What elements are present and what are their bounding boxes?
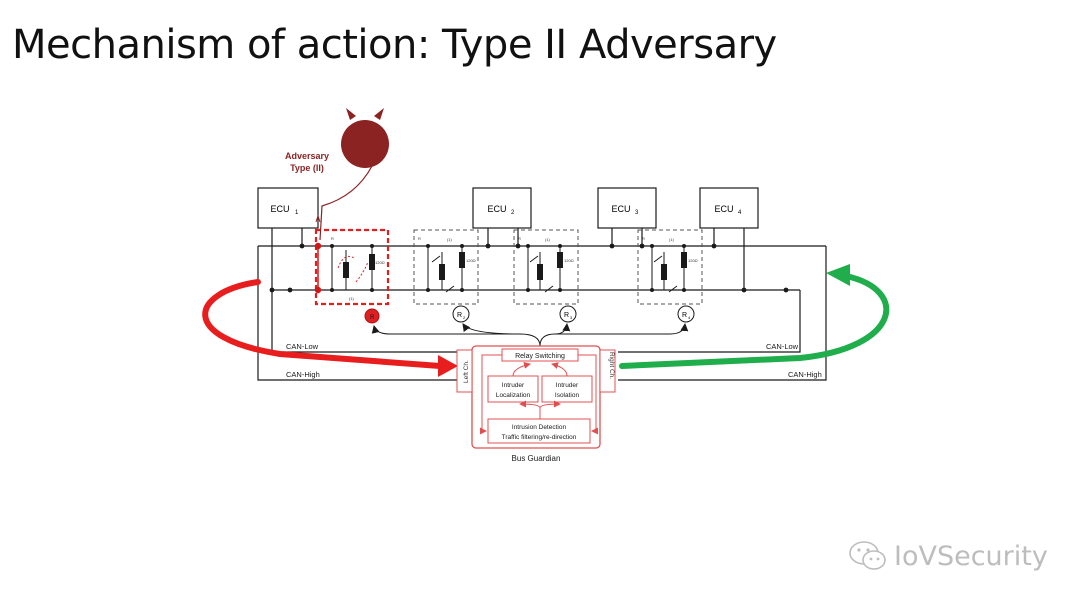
- guardian-title: Bus Guardian: [512, 454, 561, 463]
- svg-text:R: R: [457, 312, 462, 319]
- watermark: IoVSecurity: [848, 536, 1048, 576]
- watermark-text: IoVSecurity: [894, 540, 1048, 572]
- relay-module-3: R (1) 120Ω: [513, 229, 579, 305]
- relay-control-lines: [371, 323, 689, 347]
- svg-text:R: R: [564, 312, 569, 319]
- relay-3-res: 120Ω: [564, 258, 574, 263]
- guardian-localization-2: Localization: [496, 392, 531, 399]
- guardian-relay-switching: Relay Switching: [515, 353, 565, 360]
- ecu-2-label: ECU: [487, 204, 506, 214]
- adversary-label-1: Adversary: [285, 151, 329, 161]
- ecu-1: ECU 1: [257, 187, 319, 290]
- guardian-detection-1: Intrusion Detection: [512, 424, 567, 431]
- relay-3-tag: R: [518, 236, 521, 241]
- wechat-icon: [849, 541, 886, 570]
- left-red-arrowhead: [438, 355, 458, 377]
- guardian-right-channel: Right Ch.: [608, 352, 615, 379]
- relay-2-port: (1): [447, 237, 453, 242]
- slide-title: Mechanism of action: Type II Adversary: [12, 22, 777, 68]
- svg-text:4: 4: [688, 315, 691, 320]
- adversary-label-2: Type (II): [290, 163, 324, 173]
- relay-4-res: 120Ω: [688, 258, 698, 263]
- relay-r4: R 4: [677, 305, 695, 323]
- ecu-3: ECU 3: [597, 187, 657, 246]
- relay-module-1: R (1) 120Ω: [314, 228, 390, 306]
- relay-module-2: R (1) 120Ω: [413, 229, 479, 305]
- ecu-3-label: ECU: [611, 204, 630, 214]
- guardian-isolation-1: Intruder: [556, 382, 579, 389]
- relay-2-res: 120Ω: [466, 258, 476, 263]
- relay-r1: R: [364, 308, 380, 324]
- relay-4-port: (1): [669, 237, 675, 242]
- adversary-devil-icon: [319, 108, 389, 241]
- ecu-4: ECU 4: [699, 187, 759, 290]
- bus-frame: [257, 245, 827, 381]
- relay-2-tag: R: [418, 236, 421, 241]
- svg-text:2: 2: [463, 315, 466, 320]
- relay-r2: R 2: [452, 305, 470, 323]
- right-green-arrowhead: [826, 264, 850, 286]
- ecu-4-sub: 4: [738, 210, 742, 216]
- relay-1-res: 120Ω: [375, 260, 385, 265]
- ecu-2: ECU 2: [472, 187, 532, 246]
- svg-text:R: R: [370, 315, 375, 321]
- can-low-right-label: CAN-Low: [766, 342, 799, 351]
- left-red-arrow: [202, 279, 443, 369]
- ecu-1-label: ECU: [270, 204, 289, 214]
- relay-4-tag: R: [642, 236, 645, 241]
- ecu-4-label: ECU: [714, 204, 733, 214]
- ecu-3-sub: 3: [635, 210, 639, 216]
- ecu-1-sub: 1: [295, 210, 299, 216]
- svg-text:R: R: [682, 312, 687, 319]
- guardian-detection-2: Traffic filtering/re-direction: [502, 434, 577, 441]
- right-green-arrow: [619, 273, 890, 369]
- can-low-left-label: CAN-Low: [286, 342, 319, 351]
- adversary-attach-points: [314, 214, 322, 294]
- guardian-isolation-2: Isolation: [555, 392, 580, 399]
- bus-junctions: [269, 243, 789, 293]
- guardian-localization-1: Intruder: [502, 382, 525, 389]
- relay-module-4: R (1) 120Ω: [637, 229, 703, 305]
- can-high-left-label: CAN-High: [286, 370, 320, 379]
- guardian-left-channel: Left Ch.: [463, 360, 470, 383]
- svg-text:3: 3: [570, 315, 573, 320]
- relay-3-port: (1): [545, 237, 551, 242]
- can-high-right-label: CAN-High: [788, 370, 822, 379]
- bus-guardian: Left Ch. Right Ch. Relay Switching Intru…: [456, 345, 616, 463]
- ecu-2-sub: 2: [511, 210, 515, 216]
- relay-1-tag: R: [331, 236, 334, 241]
- relay-r3: R 3: [559, 305, 577, 323]
- relay-1-port: (1): [349, 296, 355, 301]
